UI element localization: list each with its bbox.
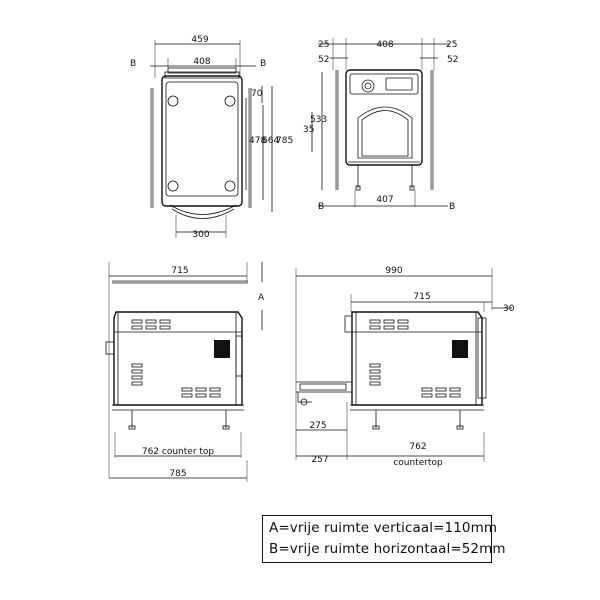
dim-30: 30	[503, 304, 515, 314]
side-view-left: 715 A	[105, 262, 265, 482]
dim-459: 459	[191, 35, 208, 45]
legend-line-a: A=vrije ruimte verticaal=110mm	[269, 520, 498, 536]
dim-407: 407	[376, 195, 393, 205]
legend-line-b: B=vrije ruimte horizontaal=52mm	[269, 541, 506, 557]
marker-b-left: B	[130, 59, 136, 69]
dim-257: 257	[311, 455, 328, 465]
dim-52-right: 52	[447, 55, 458, 65]
dim-715-left: 715	[171, 266, 188, 276]
dim-762-right: 762	[409, 442, 426, 452]
dim-408-top: 408	[193, 57, 210, 67]
side-view-right: 990 715 30	[295, 266, 515, 468]
dim-664: 664	[262, 136, 279, 146]
dim-275: 275	[309, 421, 326, 431]
front-view: 25 408 25 52 52 35 533 407 B B	[303, 38, 458, 212]
dim-countertop-label: countertop	[393, 458, 443, 468]
dim-762-counter-top: 762 counter top	[142, 447, 215, 457]
legend-box: A=vrije ruimte verticaal=110mm B=vrije r…	[262, 515, 506, 563]
dim-52-left: 52	[318, 55, 329, 65]
top-view: 459 408 B B 70 478 664 785 300	[130, 35, 293, 240]
dim-70: 70	[251, 89, 263, 99]
dim-533: 533	[310, 115, 327, 125]
marker-a: A	[258, 293, 265, 303]
marker-b-front-left: B	[318, 202, 324, 212]
dim-35: 35	[303, 125, 314, 135]
dim-300: 300	[192, 230, 209, 240]
marker-b-front-right: B	[449, 202, 455, 212]
dim-785-bottom: 785	[169, 469, 186, 479]
dim-715-right: 715	[413, 292, 430, 302]
dim-25-left: 25	[318, 40, 329, 50]
dim-990: 990	[385, 266, 402, 276]
dim-408-front: 408	[376, 40, 393, 50]
dim-785: 785	[276, 136, 293, 146]
dim-478: 478	[249, 136, 266, 146]
dim-25-right: 25	[446, 40, 457, 50]
marker-b-right: B	[260, 59, 266, 69]
